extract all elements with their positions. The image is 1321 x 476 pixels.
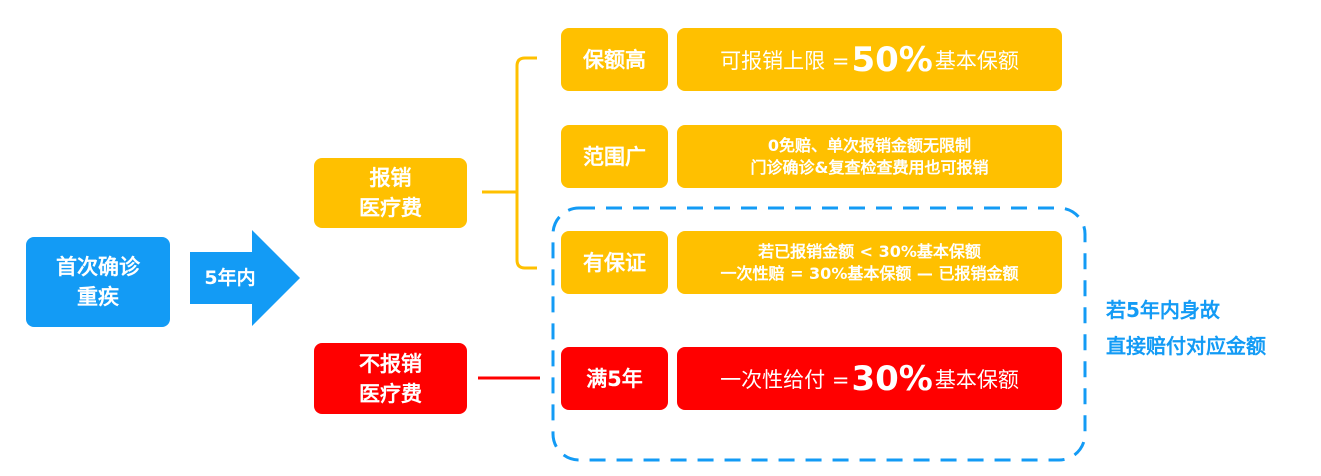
label: 医疗费 [359,381,422,406]
prefix: 一次性给付 = [720,367,850,392]
reimburse-box: 报销 医疗费 [314,158,467,228]
label: 不报销 [359,351,422,376]
prefix: 可报销上限 = [720,48,850,73]
line: 门诊确诊&复查检查费用也可报销 [750,157,989,177]
line: 0免赔、单次报销金额无限制 [767,135,972,155]
label: 重疾 [77,285,119,309]
line: 一次性赔 = 30%基本保额 — 已报销金额 [720,263,1019,283]
arrow-label: 5年内 [204,267,256,289]
first-diagnosis-box: 首次确诊 重疾 [26,237,170,327]
bracket [482,56,537,270]
desc-guaranteed: 若已报销金额 < 30%基本保额 一次性赔 = 30%基本保额 — 已报销金额 [677,231,1062,294]
tag-wide-scope: 范围广 [561,125,668,188]
percent: 50% [851,39,933,80]
percent: 30% [851,358,933,399]
side-note-line: 直接赔付对应金额 [1106,334,1266,358]
desc-wide-scope: 0免赔、单次报销金额无限制 门诊确诊&复查检查费用也可报销 [677,125,1062,188]
side-note: 若5年内身故 直接赔付对应金额 [1106,292,1266,364]
side-note-line: 若5年内身故 [1106,298,1220,322]
tag-guaranteed: 有保证 [561,231,668,294]
label: 首次确诊 [56,255,140,279]
desc-five-years: 一次性给付 = 30%基本保额 [677,347,1062,410]
suffix: 基本保额 [934,48,1019,73]
desc-high-coverage: 可报销上限 = 50%基本保额 [677,28,1062,91]
label: 报销 [369,166,412,190]
dashed-guarantee-region [551,206,1087,462]
five-year-arrow [190,230,300,326]
suffix: 基本保额 [934,367,1019,392]
tag-five-years: 满5年 [561,347,668,410]
line: 若已报销金额 < 30%基本保额 [758,241,981,261]
label: 医疗费 [359,196,422,220]
tag-high-coverage: 保额高 [561,28,668,91]
no-reimburse-box: 不报销 医疗费 [314,343,467,414]
